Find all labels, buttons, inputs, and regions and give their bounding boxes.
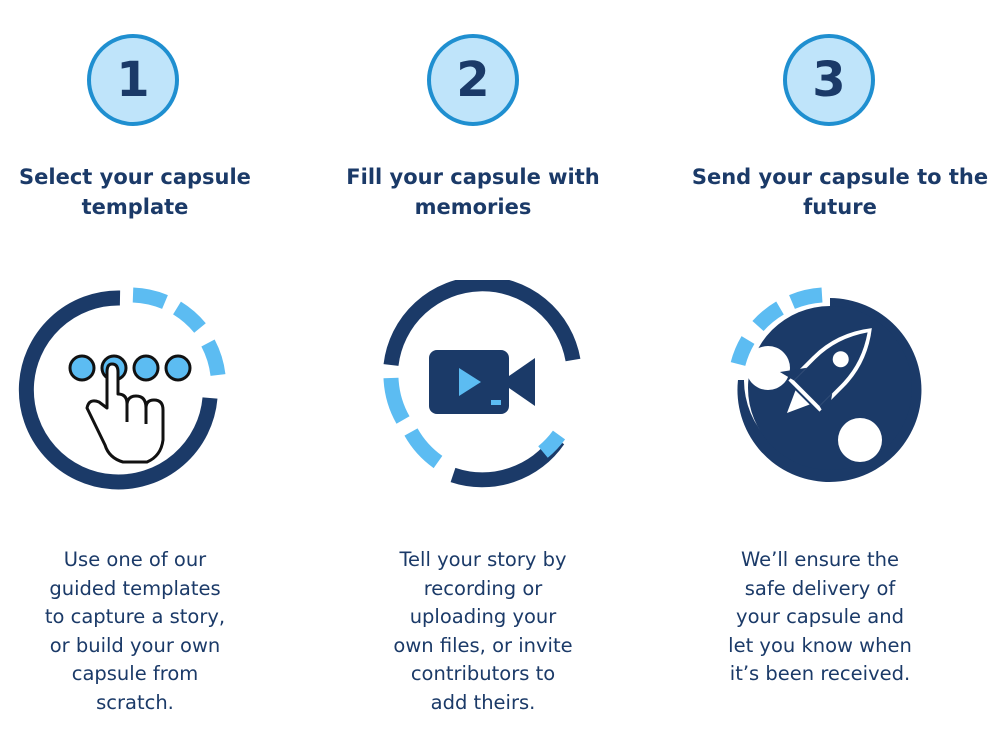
step-title: Select your capsule template <box>0 162 300 222</box>
step-number-badge: 3 <box>783 34 875 126</box>
description-line: to capture a story, <box>44 605 226 628</box>
description-line: own files, or invite <box>393 633 573 657</box>
step-title-line: future <box>803 195 877 219</box>
step-2: 2 Fill your capsule with memories Tell y… <box>308 0 638 753</box>
step-description: Use one of our guided templates to captu… <box>0 546 300 717</box>
step-number: 1 <box>116 52 150 108</box>
video-camera-icon <box>383 280 581 488</box>
step-number-badge: 2 <box>427 34 519 126</box>
description-line: Use one of our <box>63 548 207 571</box>
description-line: We’ll ensure the <box>740 548 900 571</box>
step-title: Send your capsule to the future <box>675 162 1000 222</box>
description-line: capsule from <box>71 662 199 685</box>
step-title-line: Select your capsule <box>19 165 251 189</box>
step-3: 3 Send your capsule to the future We’ll … <box>665 0 995 753</box>
step-title-line: Fill your capsule with <box>346 165 600 189</box>
step-title: Fill your capsule with memories <box>308 162 638 222</box>
step-number-badge: 1 <box>87 34 179 126</box>
step-title-line: Send your capsule to the <box>691 165 989 189</box>
description-line: or build your own <box>49 633 221 657</box>
description-line: scratch. <box>96 690 174 714</box>
rocket-icon <box>730 287 922 482</box>
description-line: it’s been received. <box>729 662 911 685</box>
step-title-line: memories <box>414 195 532 219</box>
step-description: We’ll ensure the safe delivery of your c… <box>655 546 985 689</box>
step-title-line: template <box>81 195 189 219</box>
description-line: guided templates <box>49 576 221 600</box>
description-line: Tell your story by <box>399 548 567 571</box>
description-line: uploading your <box>409 605 557 628</box>
description-line: let you know when <box>728 633 912 657</box>
pointer-hand-icon <box>18 287 226 490</box>
step-1: 1 Select your capsule template Use one o… <box>0 0 330 753</box>
description-line: safe delivery of <box>744 576 896 600</box>
step-description: Tell your story by recording or uploadin… <box>318 546 648 717</box>
step-number: 2 <box>456 52 490 108</box>
description-line: add theirs. <box>430 690 536 714</box>
step-number: 3 <box>812 52 846 108</box>
description-line: recording or <box>423 576 543 600</box>
description-line: your capsule and <box>736 605 904 628</box>
description-line: contributors to <box>410 662 556 685</box>
